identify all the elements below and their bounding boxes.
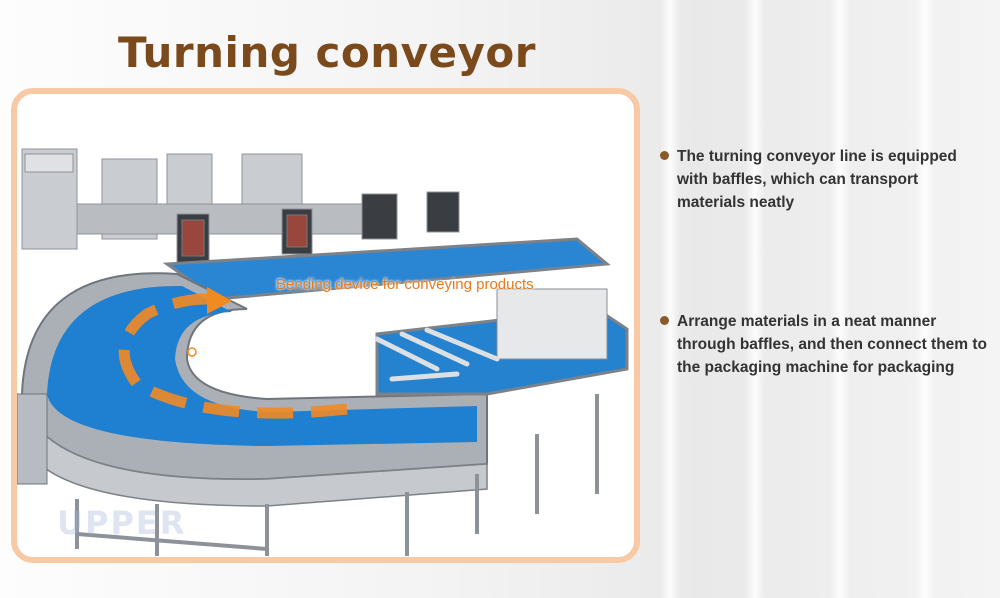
curved-blue-belt: [47, 285, 477, 446]
conveyor-photo: Bending device for conveying products UP…: [11, 88, 640, 563]
baffles: [374, 327, 500, 382]
callout-marker: [187, 347, 197, 357]
callout-leader-line: [191, 296, 303, 353]
guard-panel: [496, 288, 608, 360]
page-title: Turning conveyor: [118, 28, 536, 77]
background-packaging-machines: [21, 148, 460, 265]
support-legs: [75, 394, 599, 556]
feature-item-1: The turning conveyor line is equipped wi…: [660, 145, 990, 214]
flow-direction-arrow: [118, 293, 348, 419]
feature-text: The turning conveyor line is equipped wi…: [677, 148, 957, 211]
feature-text: Arrange materials in a neat manner throu…: [677, 313, 987, 376]
control-box: [17, 393, 48, 485]
bullet-dot-icon: [660, 316, 669, 325]
brand-watermark: UPPER: [57, 504, 187, 542]
bullet-dot-icon: [660, 151, 669, 160]
feature-item-2: Arrange materials in a neat manner throu…: [660, 310, 990, 379]
conveyor-illustration: [17, 148, 629, 556]
bending-device-callout: Bending device for conveying products: [276, 276, 534, 293]
flow-arrow-head: [207, 287, 232, 314]
